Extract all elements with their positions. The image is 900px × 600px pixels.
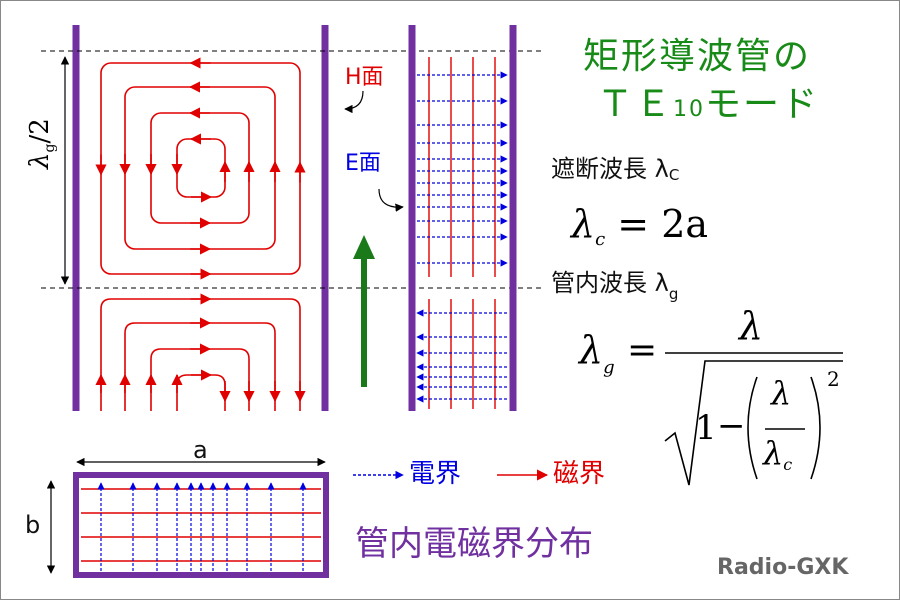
guide-eq-frac-den-lambda: λ [763,434,784,472]
legend-h-field: 磁界 [553,459,606,489]
cutoff-eq-sub: c [595,229,606,250]
lambda-g-half-lambda: λ [25,152,55,169]
h-field-line [150,348,250,411]
h-field-loop [124,86,276,250]
guide-eq-frac-den: λc [763,437,792,473]
h-field-loop [150,112,250,224]
guide-label-text: 管内波長 λ [551,269,669,297]
guide-eq-radical [664,360,843,486]
h-field-loop [100,62,301,275]
cutoff-eq-lhs: λ [571,202,596,246]
guide-eq-one: 1 [695,408,717,448]
lambda-g-half-label: λg/2 [25,118,58,169]
title-mode-index: 10 [673,97,706,122]
cutoff-label: 遮断波長 λC [551,157,679,183]
lambda-g-half-sub: g [42,143,58,153]
guide-eq-lhs-sub: g [603,357,615,378]
h-plane-label: H面 [345,65,384,90]
title-line1: 矩形導波管の [583,36,812,77]
guide-eq-paren-right [810,376,821,480]
guide-eq-lambda: λ [579,328,604,372]
brand-mark: Radio-GXK [717,555,849,580]
guide-eq-frac-den-sub: c [783,455,793,474]
h-field-loop [176,138,226,198]
title-te: ＴＥ [597,84,674,125]
title-mode: モード [705,84,820,125]
caption: 管内電磁界分布 [355,524,593,564]
h-plane-pointer [344,90,364,114]
cross-section-wall [73,472,329,578]
guide-eq-frac-num: λ [771,374,792,412]
cutoff-label-sub: C [668,166,680,184]
guide-eq-lhs: λg [579,331,615,377]
guide-label-sub: g [668,285,679,303]
title-line2: ＴＥ10モード [597,87,819,123]
guide-eq-paren-left [747,376,758,480]
cutoff-eq-rhs: = 2a [617,202,709,246]
legend-e-field: 電界 [409,459,462,489]
cutoff-label-text: 遮断波長 λ [551,155,669,183]
lambda-g-half-tail: /2 [25,118,55,144]
e-plane-pointer [378,188,404,212]
dimension-a-label: a [193,436,208,464]
guide-eq-power: 2 [827,367,840,391]
h-field-line [124,322,276,411]
h-field-line [100,298,301,411]
e-plane-label: E面 [345,151,381,176]
guide-eq-minus: − [717,406,746,446]
propagation-arrow-head [353,235,375,259]
dimension-b-label: b [25,511,41,539]
guide-eq-equals: = [627,330,658,371]
cutoff-equation: λc = 2a [571,205,708,249]
guide-eq-numerator: λ [739,304,764,348]
h-field-line [176,374,226,411]
guide-label: 管内波長 λg [551,271,678,302]
